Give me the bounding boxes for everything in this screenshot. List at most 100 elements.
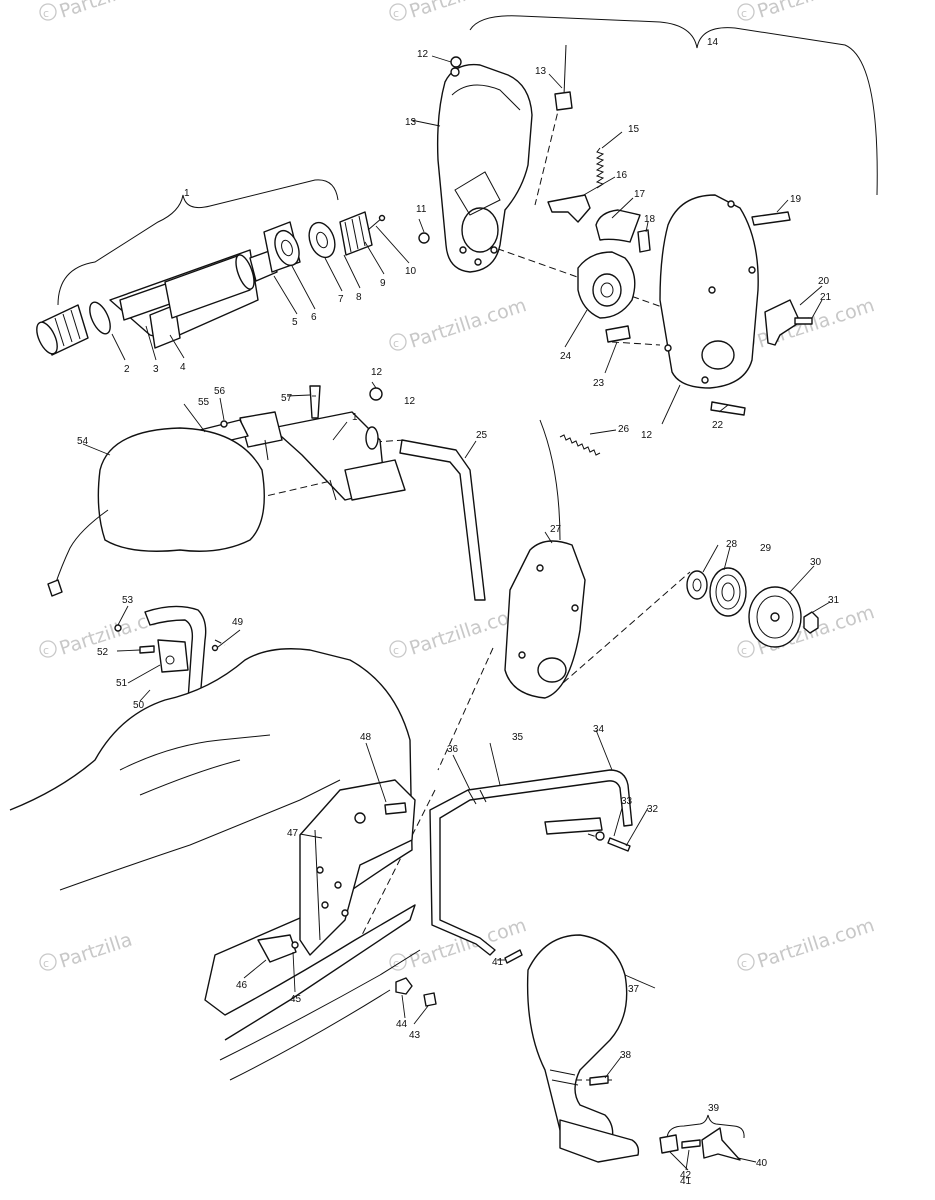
watermark-copyright-icon [39, 953, 57, 971]
callout-43: 43 [409, 1030, 421, 1041]
washer-33 [595, 831, 605, 841]
callout-29: 29 [760, 543, 772, 554]
callout-11: 11 [416, 204, 427, 215]
watermark-copyright-glyph: c [43, 644, 49, 657]
wing-nut-40 [701, 1127, 741, 1161]
callout-55: 55 [198, 397, 210, 408]
nut-31 [803, 611, 819, 634]
callout-51: 51 [116, 678, 128, 689]
callout-46: 46 [236, 980, 248, 991]
cover-12-upper [436, 63, 533, 273]
watermark-copyright-glyph: c [741, 7, 747, 20]
handlebar-assembly [239, 411, 406, 501]
watermark-copyright-glyph: c [393, 7, 399, 20]
cover-12-right [659, 194, 759, 389]
screw-45 [291, 941, 299, 949]
nut-11-lower [369, 387, 383, 401]
callout-9: 9 [380, 278, 386, 289]
clip-46 [257, 934, 297, 963]
bolt-19 [751, 211, 791, 226]
callout-16: 16 [616, 170, 628, 181]
nut-11-top [450, 56, 462, 68]
handle-37 [526, 934, 640, 1163]
callout-38: 38 [620, 1050, 632, 1061]
callout-37: 37 [628, 984, 640, 995]
screw-41-bottom [681, 1139, 701, 1149]
callout-33: 33 [621, 796, 633, 807]
callout-23: 23 [593, 378, 605, 389]
callout-48: 48 [360, 732, 372, 743]
watermark-copyright-icon [39, 3, 57, 21]
watermark-copyright-icon [737, 640, 755, 658]
watermark-text: Partzilla.com [407, 914, 529, 972]
callout-22: 22 [712, 420, 724, 431]
nut-44 [395, 977, 413, 995]
callout-40: 40 [756, 1158, 768, 1169]
callout-2: 2 [124, 364, 130, 375]
screw-41-mid [504, 949, 523, 964]
screw-53 [114, 624, 122, 632]
bracket-47 [299, 779, 416, 956]
callout-26: 26 [618, 424, 630, 435]
pad-54 [47, 427, 265, 597]
screw-21 [794, 317, 813, 325]
washer-49 [211, 644, 219, 652]
cap-42 [659, 1134, 679, 1154]
callout-1: 1 [184, 188, 190, 199]
shaft-assembly [36, 211, 386, 356]
nut-11-mid [418, 232, 430, 244]
callout-4: 4 [180, 362, 186, 373]
watermark-copyright-glyph: c [393, 644, 399, 657]
pin-52 [139, 645, 155, 654]
callout-13: 13 [405, 117, 417, 128]
callout-41: 41 [492, 957, 504, 968]
housing-27 [504, 419, 586, 699]
callout-7: 7 [338, 294, 344, 305]
callout-20: 20 [818, 276, 830, 287]
callout-31: 31 [828, 595, 840, 606]
callout-54: 54 [77, 436, 89, 447]
watermark-copyright-icon [389, 953, 407, 971]
callout-15: 15 [628, 124, 640, 135]
callout-12: 12 [371, 367, 383, 378]
callout-27: 27 [550, 524, 562, 535]
watermark-copyright-icon [389, 333, 407, 351]
callout-47: 47 [287, 828, 299, 839]
callout-42: 42 [680, 1170, 692, 1181]
watermark-text: Partzilla.com [755, 914, 877, 972]
callout-17: 17 [634, 189, 646, 200]
callout-52: 52 [97, 647, 109, 658]
block-51 [157, 639, 189, 673]
callout-57: 57 [281, 393, 293, 404]
callout-21: 21 [820, 292, 832, 303]
cable-end-13 [554, 44, 573, 111]
tube-25 [399, 439, 486, 601]
callout-45: 45 [290, 994, 302, 1005]
brace-39 [666, 1114, 745, 1139]
watermark-copyright-glyph: c [741, 644, 747, 657]
callout-53: 53 [122, 595, 134, 606]
bolt-22 [710, 401, 746, 416]
watermark-copyright-icon [737, 953, 755, 971]
bracket-20 [764, 299, 801, 346]
screw-38 [589, 1075, 609, 1086]
seat-body [9, 648, 421, 1081]
callout-30: 30 [810, 557, 822, 568]
brace-1 [57, 179, 339, 306]
callout-8: 8 [356, 292, 362, 303]
callout-28: 28 [726, 539, 738, 550]
callout-34: 34 [593, 724, 605, 735]
watermark-copyright-glyph: c [43, 7, 49, 20]
callout-50: 50 [133, 700, 145, 711]
callout-1: 1 [352, 412, 358, 423]
callout-3: 3 [153, 364, 159, 375]
bolt-48 [384, 802, 407, 815]
watermark-copyright-glyph: c [393, 957, 399, 970]
leader-lines [82, 55, 831, 1171]
handle-34 [429, 769, 633, 956]
callout-12: 12 [404, 396, 416, 407]
assembly-lines [214, 102, 691, 1081]
pulley-30 [748, 586, 802, 648]
